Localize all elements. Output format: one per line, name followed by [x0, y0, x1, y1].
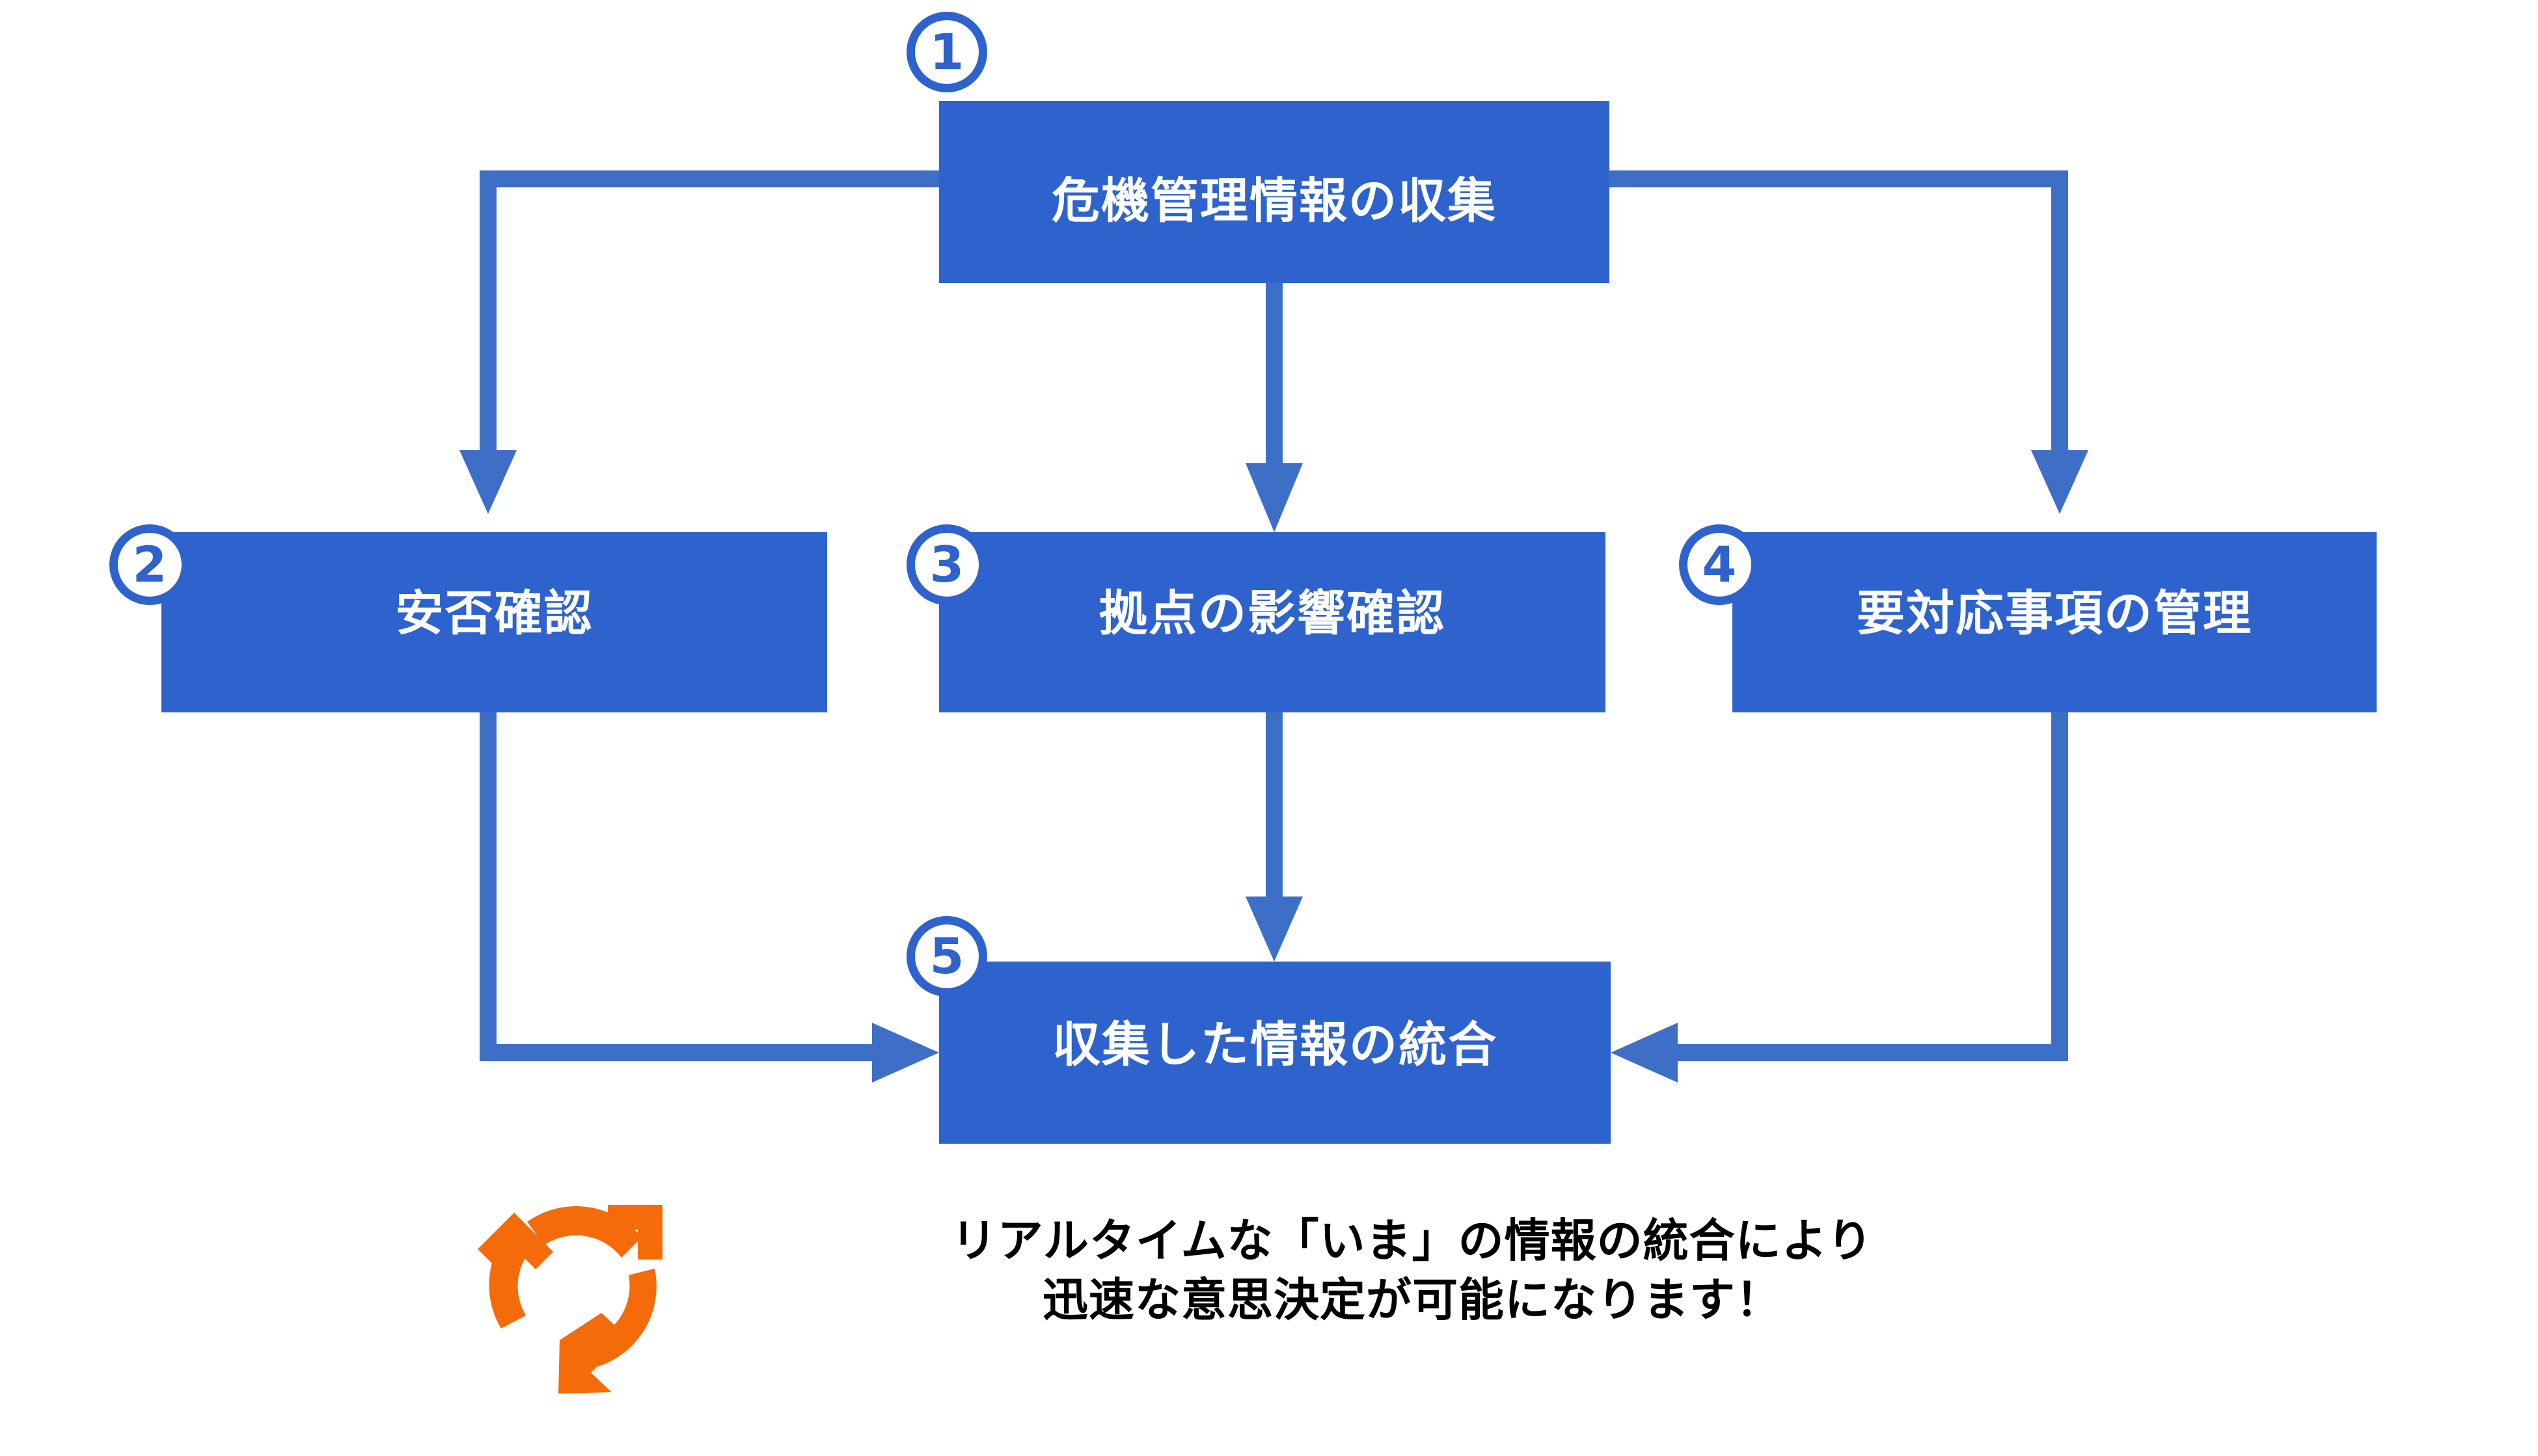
process-box-4-label: 要対応事項の管理 [1857, 585, 2252, 641]
step-badge-3-number: 3 [929, 535, 964, 593]
step-badge-5: 5 [907, 916, 987, 997]
step-badge-1-number: 1 [929, 23, 964, 81]
step-badge-5-number: 5 [929, 927, 964, 985]
step-badge-2: 2 [109, 524, 190, 605]
step-badge-1: 1 [907, 12, 987, 92]
process-box-4[interactable]: 要対応事項の管理 [1732, 532, 2377, 712]
edge-node1-to-node3 [1246, 283, 1303, 532]
edge-node2-to-node5 [480, 712, 939, 1083]
process-box-3[interactable]: 拠点の影響確認 [939, 532, 1605, 712]
edge-node3-to-node5 [1246, 712, 1303, 962]
process-box-2-label: 安否確認 [395, 585, 594, 641]
step-badge-4: 4 [1679, 524, 1760, 605]
process-box-5[interactable]: 収集した情報の統合 [939, 962, 1611, 1144]
process-box-1[interactable]: 危機管理情報の収集 [939, 101, 1609, 283]
edge-node4-to-node5 [1611, 712, 2068, 1083]
process-box-2[interactable]: 安否確認 [161, 532, 827, 712]
process-box-1-label: 危機管理情報の収集 [1052, 173, 1497, 229]
edge-node1-to-node4 [1609, 170, 2088, 514]
step-badge-2-number: 2 [132, 535, 167, 593]
process-box-3-label: 拠点の影響確認 [1099, 585, 1445, 641]
step-badge-4-number: 4 [1702, 535, 1737, 593]
footer-caption: リアルタイムな「いま」の情報の統合により 迅速な意思決定が可能になります！ [951, 1214, 1874, 1327]
cycle-refresh-icon [478, 1205, 662, 1394]
edge-node1-to-node2 [459, 170, 939, 514]
process-box-5-label: 収集した情報の統合 [1052, 1017, 1497, 1073]
step-badge-3: 3 [907, 524, 987, 605]
